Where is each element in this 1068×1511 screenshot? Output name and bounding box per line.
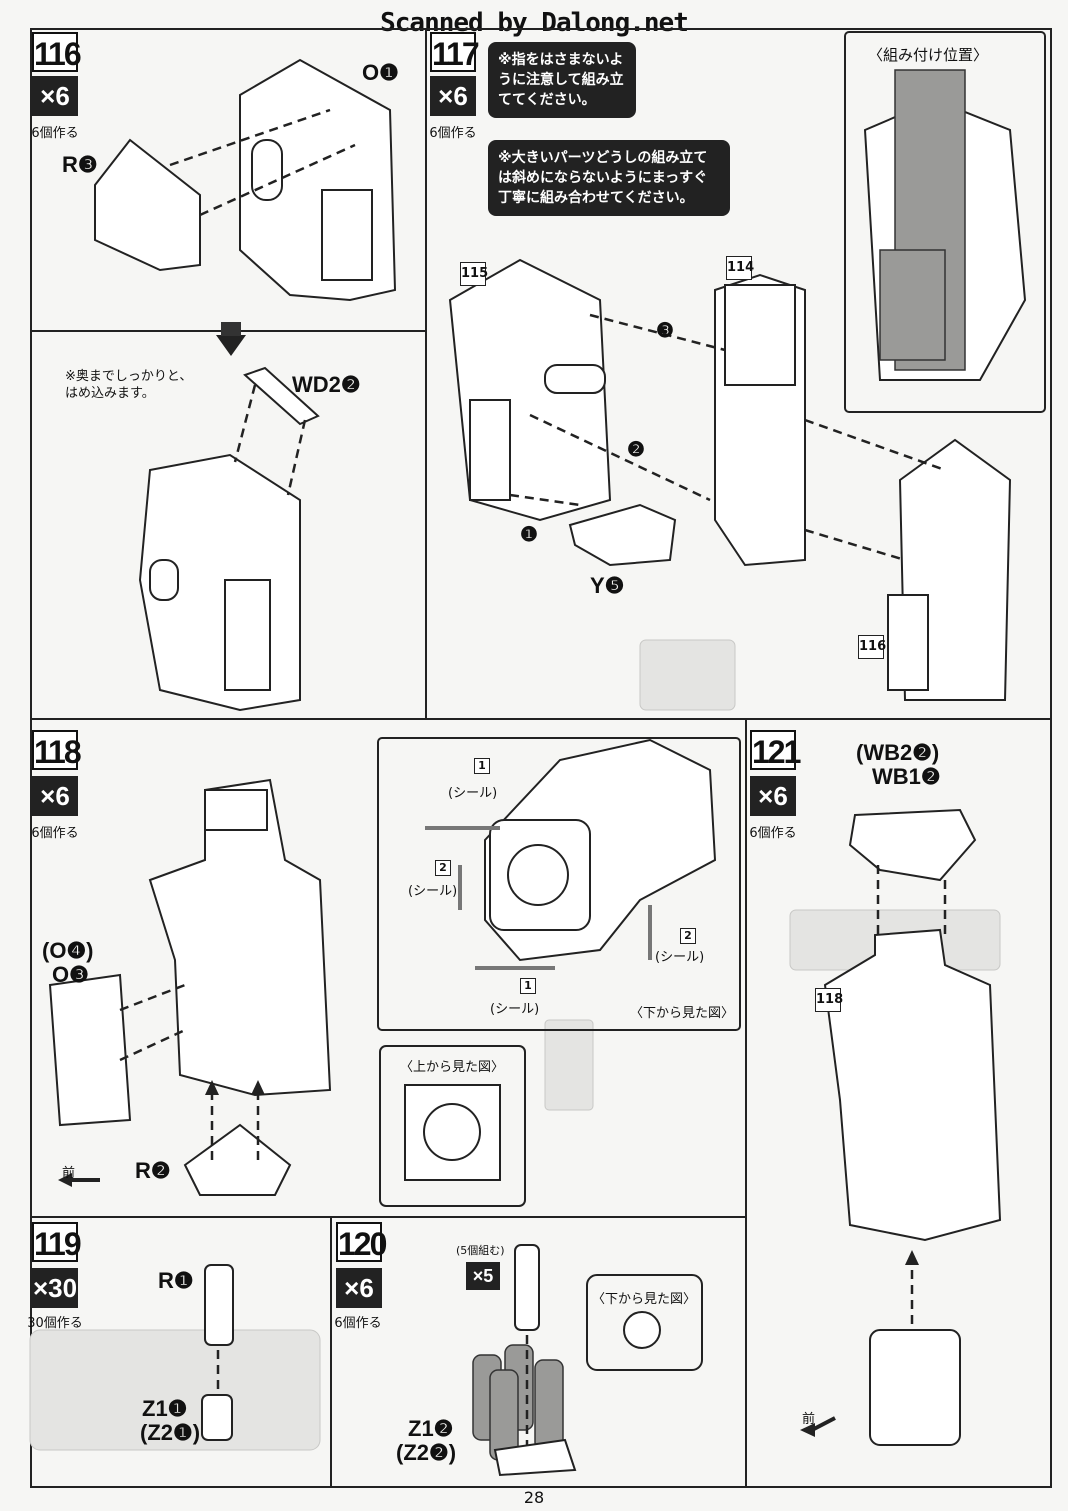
part-label: (Z2❶) <box>140 1420 201 1445</box>
order-marker: ❶ <box>520 524 538 546</box>
step-number: 118 <box>32 730 82 770</box>
step-count: ×6 <box>750 776 796 816</box>
front-direction-label: 前 <box>802 1412 816 1427</box>
big-parts-note: ※大きいパーツどうしの組み立ては斜めにならないようにまっすぐ丁寧に組み合わせてく… <box>488 140 730 216</box>
part-reference: 118 <box>815 988 843 1012</box>
sticker-number: 1 <box>474 758 490 774</box>
step-count: ×6 <box>32 76 78 116</box>
bottom-view-label: 〈下から見た図〉 <box>630 1006 735 1021</box>
part-label: R❷ <box>135 1158 171 1183</box>
finger-warning-note: ※指をはさまないように注意して組み立ててください。 <box>488 42 636 118</box>
sticker-label: (シール) <box>408 884 458 899</box>
step-count: ×6 <box>430 76 476 116</box>
part-label: O❸ <box>52 962 89 987</box>
part-reference: 114 <box>726 256 754 280</box>
step-count: ×6 <box>32 776 78 816</box>
part-label: (WB2❷) <box>856 740 940 765</box>
part-label: (Z2❷) <box>396 1440 457 1465</box>
step-make-label: 6個作る <box>31 126 79 141</box>
step-number: 117 <box>430 32 480 72</box>
part-label: Y❺ <box>590 573 625 598</box>
divider <box>745 718 747 1488</box>
part-label: (O❹) <box>42 938 94 963</box>
group-label: (5個組む) <box>456 1244 505 1257</box>
part-label: WB1❷ <box>872 764 941 789</box>
part-reference: 115 <box>460 262 488 286</box>
bottom-view-label: 〈下から見た図〉 <box>592 1292 697 1307</box>
step-number: 119 <box>32 1222 82 1262</box>
step-count: ×6 <box>336 1268 382 1308</box>
sticker-number: 1 <box>520 978 536 994</box>
part-label: Z1❶ <box>142 1396 188 1421</box>
divider <box>330 1216 332 1488</box>
divider <box>425 28 427 718</box>
group-count: ×5 <box>466 1262 500 1290</box>
step-make-label: 6個作る <box>334 1316 382 1331</box>
part-label: R❶ <box>158 1268 194 1293</box>
page-number: 28 <box>523 1488 545 1507</box>
sticker-number: 2 <box>435 860 451 876</box>
sticker-label: (シール) <box>490 1002 540 1017</box>
top-view-label: 〈上から見た図〉 <box>400 1060 505 1075</box>
step-make-label: 6個作る <box>749 826 797 841</box>
step-make-label: 6個作る <box>429 126 477 141</box>
step-number: 121 <box>750 730 801 770</box>
order-marker: ❷ <box>627 439 645 461</box>
step-make-label: 6個作る <box>31 826 79 841</box>
divider <box>30 718 1052 720</box>
sticker-label: (シール) <box>655 950 705 965</box>
step-count: ×30 <box>32 1268 78 1308</box>
part-label: R❸ <box>62 152 98 177</box>
position-label: 〈組み付け位置〉 <box>868 46 989 64</box>
order-marker: ❸ <box>656 320 674 342</box>
assembly-note: ※奥までしっかりと、はめ込みます。 <box>65 369 193 401</box>
part-label: Z1❷ <box>408 1416 454 1441</box>
step-number: 116 <box>32 32 82 72</box>
part-label: O❶ <box>362 60 399 85</box>
step-make-label: 30個作る <box>27 1316 83 1331</box>
part-reference: 116 <box>858 635 886 659</box>
page-frame <box>30 28 1052 1488</box>
sticker-number: 2 <box>680 928 696 944</box>
front-direction-label: 前 <box>62 1166 76 1181</box>
sticker-label: (シール) <box>448 786 498 801</box>
part-label: WD2❷ <box>292 372 361 397</box>
divider <box>30 1216 745 1218</box>
step-number: 120 <box>336 1222 387 1262</box>
